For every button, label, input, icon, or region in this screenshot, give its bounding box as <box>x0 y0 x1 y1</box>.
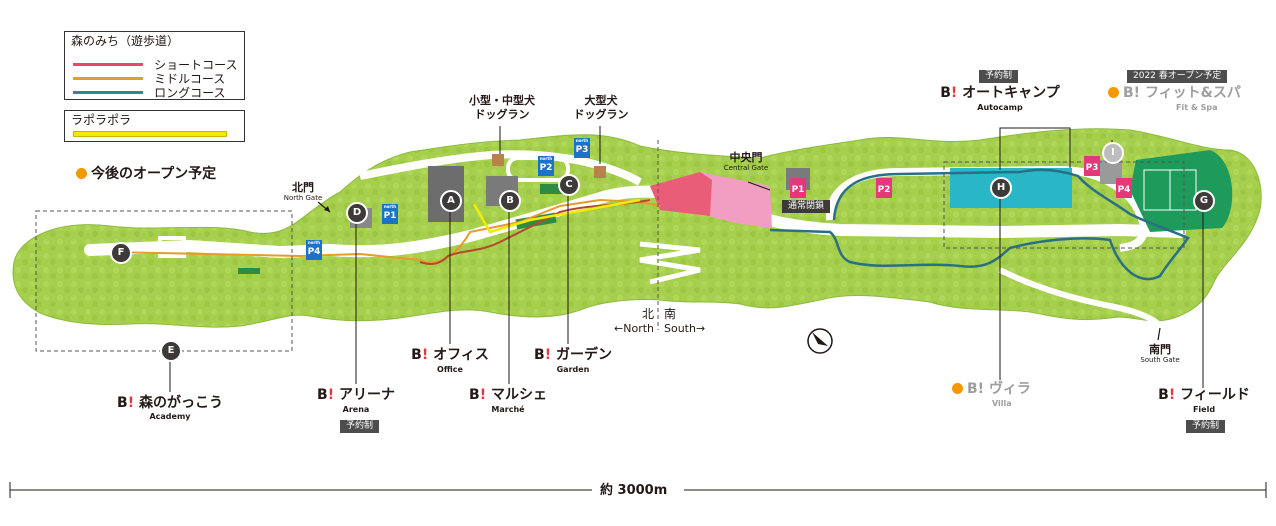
long-course-line <box>769 168 1190 281</box>
south-gate-label: 南門 South Gate <box>1140 343 1180 364</box>
autocamp-label: B! オートキャンプ Autocamp <box>940 85 1060 112</box>
central-gate-label: 中央門 Central Gate <box>723 151 769 172</box>
north-gate-label: 北門 North Gate <box>283 181 323 202</box>
short-course-line <box>419 199 651 265</box>
zigzag-road <box>639 241 701 285</box>
academy-plaza <box>158 236 186 258</box>
dog-run-large-label: 大型犬ドッグラン <box>573 94 629 121</box>
academy-zone <box>35 210 293 352</box>
fit-spa-label: B! フィット&スパ Fit & Spa <box>1108 86 1258 112</box>
marche-label: B! マルシェ Marché <box>469 387 547 414</box>
north-direction: 北 ←North <box>614 307 654 335</box>
rapo-line <box>472 198 641 234</box>
middle-course-line <box>109 198 661 264</box>
garden-label: B! ガーデン Garden <box>534 347 612 374</box>
arena-tag: 予約制 <box>340 420 380 433</box>
central-plaza-red <box>650 172 712 216</box>
autocamp-zone <box>943 161 1185 249</box>
office-label: B! オフィス Office <box>411 347 489 374</box>
pin-e[interactable]: E <box>160 340 182 362</box>
academy-label: B! 森のがっこう Academy <box>117 395 223 421</box>
south-direction: 南 South→ <box>664 307 706 335</box>
pin-g[interactable]: G <box>1193 190 1215 212</box>
pin-d[interactable]: D <box>346 202 368 224</box>
arena-label: B! アリーナ Arena <box>317 387 395 414</box>
villa-label: B! ヴィラ Villa <box>952 382 1052 408</box>
legend-short: ショートコース <box>73 54 238 73</box>
villa-upcoming-dot-icon <box>952 383 963 394</box>
pin-f[interactable]: F <box>110 242 132 264</box>
parking-p3-south: P3 <box>1084 156 1100 176</box>
forest-area <box>12 128 1262 328</box>
legend-middle: ミドルコース <box>73 68 225 87</box>
dog-run-small-label: 小型・中型犬ドッグラン <box>469 94 535 121</box>
main-road <box>84 185 1186 259</box>
fit-spa-tag: 2022 春オープン予定 <box>1127 70 1228 83</box>
rapo-swatch <box>73 131 227 137</box>
scale-label: 約 3000m <box>600 483 668 498</box>
north-road <box>359 150 642 186</box>
closed-tag: 通常閉鎖 <box>782 200 831 213</box>
fit-spa-upcoming-dot-icon <box>1108 87 1119 98</box>
pin-h[interactable]: H <box>990 177 1012 199</box>
pin-i[interactable]: I <box>1102 142 1124 164</box>
dog-run-small-icon <box>492 154 504 166</box>
autocamp-tag: 予約制 <box>979 70 1019 83</box>
parking-p2-south: P2 <box>876 178 892 198</box>
pin-a[interactable]: A <box>440 190 462 212</box>
field-tag: 予約制 <box>1186 420 1226 433</box>
parking-p1-south: P1 <box>790 178 806 198</box>
dog-run-large-icon <box>594 166 606 178</box>
pin-c[interactable]: C <box>558 174 580 196</box>
south-road <box>998 267 1169 336</box>
rapo-label: ラポラポラ <box>71 113 132 127</box>
upcoming-legend: 今後のオープン予定 <box>76 167 216 181</box>
pin-b[interactable]: B <box>499 190 521 212</box>
legend-trail-title: 森のみち（遊歩道） <box>71 34 180 48</box>
field-label: B! フィールド Field <box>1158 387 1250 414</box>
legend-long: ロングコース <box>73 82 226 101</box>
upcoming-dot-icon <box>76 168 87 179</box>
rapo-legend: ラポラポラ <box>64 110 245 142</box>
parking-p4-south: P4 <box>1116 178 1132 198</box>
course-legend: 森のみち（遊歩道） ショートコース ミドルコース ロングコース <box>64 31 245 100</box>
